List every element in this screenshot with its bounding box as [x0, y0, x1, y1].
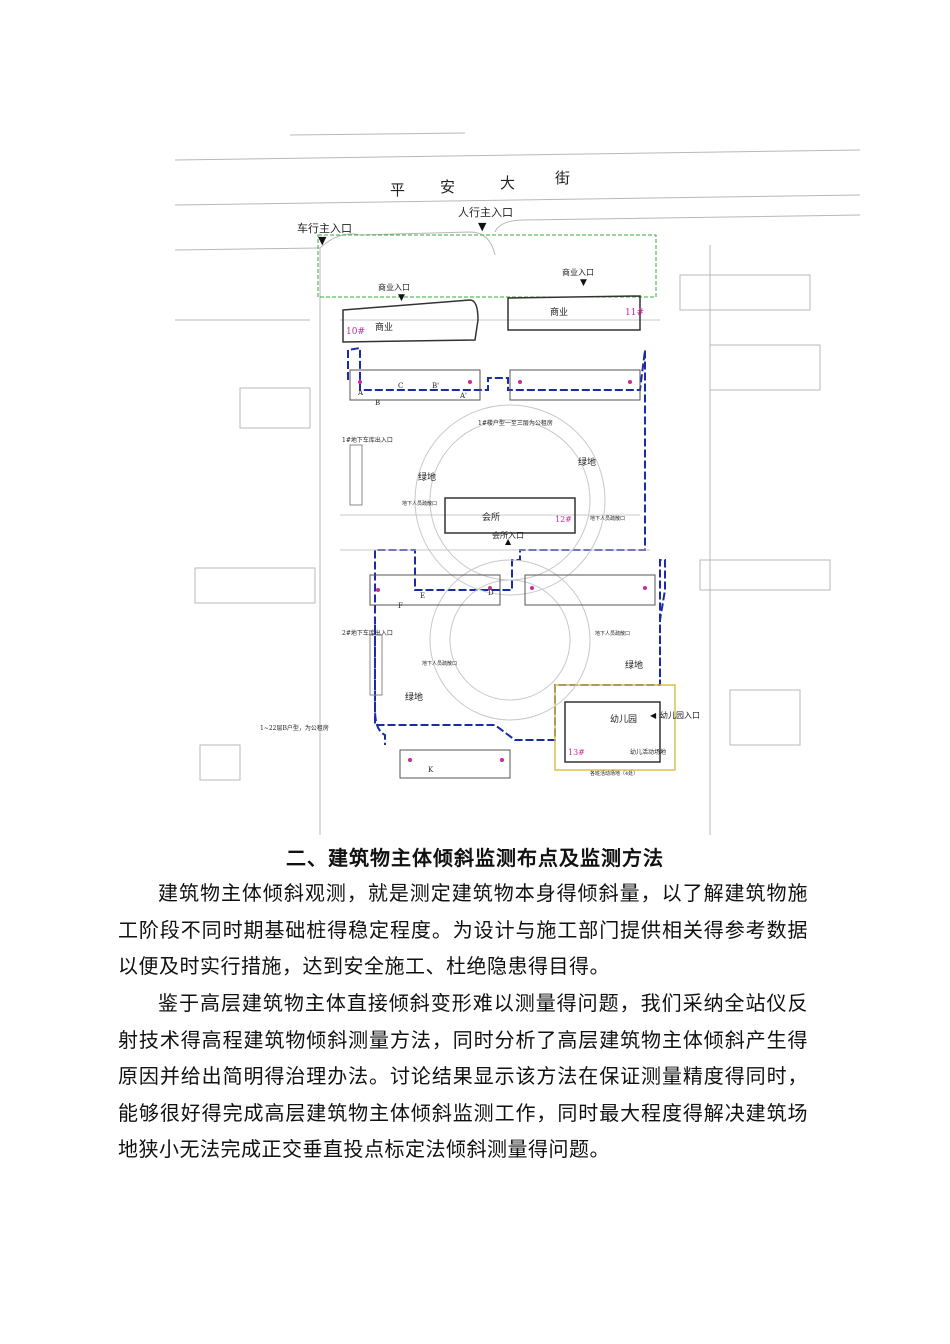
underground-exit-4: 地下人员疏散口 [422, 660, 457, 667]
commercial-label-left: 商业 [375, 321, 393, 333]
building-11 [507, 295, 641, 331]
street-char-4: 街 [555, 169, 570, 187]
building-13-number: 13# [568, 748, 585, 757]
commercial-entrance-right: 商业入口 [562, 267, 594, 277]
monitoring-boundary [347, 346, 666, 741]
garage-2-label: 2#地下车库出入口 [342, 629, 393, 637]
commercial-label-right: 商业 [550, 306, 568, 318]
note-bottom: 1~22层B户型，为公租房 [260, 724, 329, 732]
green-space-1: 绿地 [418, 471, 436, 483]
paragraph-2: 鉴于高层建筑物主体直接倾斜变形难以测量得问题，我们采纳全站仪反射技术得高程建筑物… [118, 991, 808, 1161]
kindergarten-arrow-icon: ◀ [650, 711, 657, 720]
unit-letter-b: B [375, 399, 380, 407]
note-top: 1#楼户型一至三层为公租房 [478, 419, 553, 427]
underground-exit-3: 地下人员疏散口 [595, 630, 630, 637]
section-heading: 二、建筑物主体倾斜监测布点及监测方法 [286, 846, 664, 870]
underground-exit-1: 地下人员疏散口 [402, 500, 437, 507]
unit-letter-k: K [428, 766, 434, 774]
garage-1-label: 1#地下车库出入口 [342, 436, 393, 444]
building-13 [564, 701, 661, 763]
unit-letter-d: D [488, 589, 494, 597]
kindergarten-area: 各班活动场地（4处） [590, 770, 638, 777]
unit-letter-b-prime: B' [432, 382, 439, 390]
pedestrian-entrance-arrow-icon: ▼ [478, 220, 487, 233]
building-11-number: 11# [625, 308, 644, 318]
unit-letter-f: F [398, 602, 403, 610]
street-char-1: 平 [390, 181, 405, 199]
clubhouse-label: 会所 [482, 511, 500, 523]
kindergarten-entrance: 幼儿园入口 [660, 710, 700, 720]
neighbor-blocks [194, 274, 831, 781]
unit-letter-a-prime: A' [459, 392, 467, 400]
underground-exit-2: 地下人员疏散口 [590, 515, 625, 522]
paragraph-1: 建筑物主体倾斜观测，就是测定建筑物本身得倾斜量，以了解建筑物施工阶段不同时期基础… [118, 881, 808, 978]
building-12 [444, 497, 576, 534]
site-plan-drawing: 平 安 大 街 车行主入口 ▼ 人行主入口 ▼ 商业入口 ▼ 商业入口 ▼ 商业… [174, 132, 861, 835]
unit-letter-e: E [420, 592, 425, 600]
residential-blocks [349, 369, 656, 779]
green-zone [317, 234, 657, 298]
building-10 [342, 299, 479, 343]
kindergarten-label: 幼儿园 [610, 713, 637, 725]
kindergarten-activity: 幼儿活动场地 [630, 748, 666, 756]
building-12-number: 12# [555, 515, 572, 524]
unit-letter-a: A [357, 389, 364, 397]
unit-letter-c: C [398, 382, 403, 390]
commercial-entrance-left: 商业入口 [378, 282, 410, 292]
marker-dots [358, 380, 647, 762]
clubhouse-entrance: 会所入口 [492, 530, 524, 540]
street-char-2: 安 [440, 178, 455, 196]
commercial-arrow-left-icon: ▼ [398, 293, 405, 303]
green-space-2: 绿地 [578, 456, 596, 468]
green-space-3: 绿地 [625, 659, 643, 671]
green-space-4: 绿地 [405, 691, 423, 703]
clubhouse-entrance-arrow-icon: ▲ [505, 537, 512, 546]
commercial-arrow-right-icon: ▼ [580, 278, 587, 288]
kindergarten-zone [554, 684, 676, 771]
vehicle-entrance-arrow-icon: ▼ [318, 234, 327, 247]
vehicle-entrance-label: 车行主入口 [297, 221, 352, 235]
street-char-3: 大 [500, 174, 515, 192]
pedestrian-entrance-label: 人行主入口 [458, 206, 513, 219]
building-10-number: 10# [346, 327, 365, 337]
